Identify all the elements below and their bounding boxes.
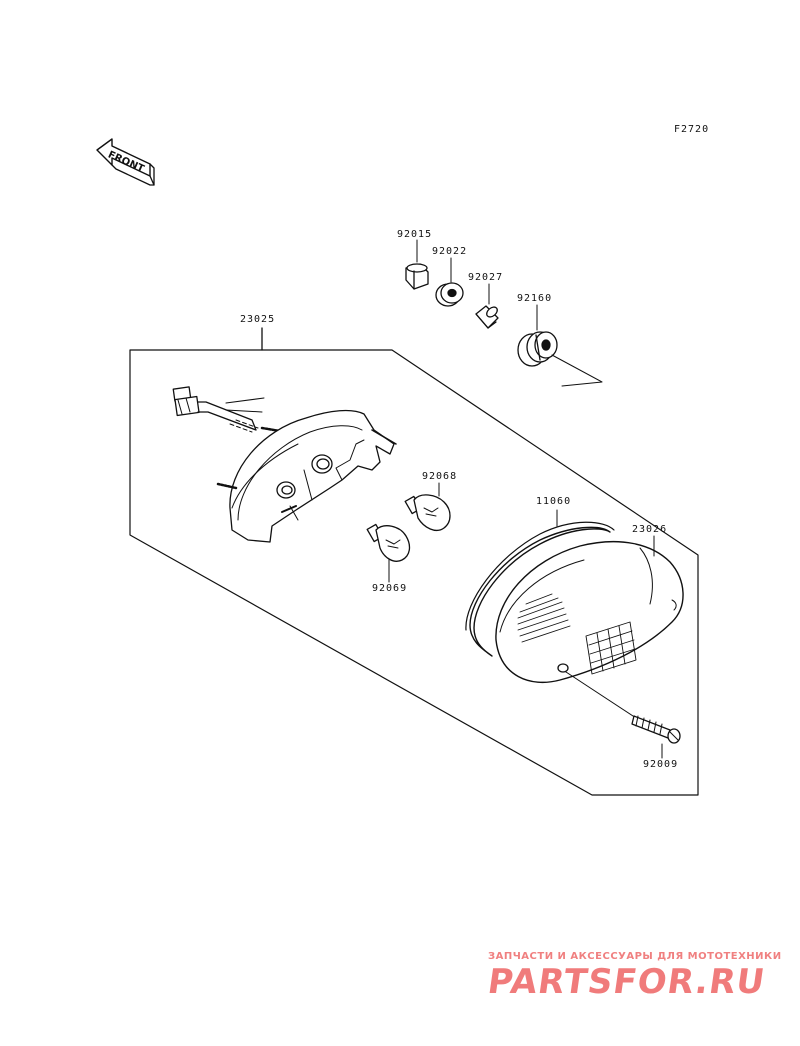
watermark-tagline: ЗАПЧАСТИ И АКСЕССУАРЫ ДЛЯ МОТОТЕХНИКИ <box>488 951 782 962</box>
part-number-23026: 23026 <box>632 524 668 535</box>
washer-92022 <box>435 257 464 307</box>
part-number-92022: 92022 <box>432 246 468 257</box>
bulb-92068 <box>404 482 451 532</box>
collar-92027 <box>475 283 499 329</box>
diagram-code: F2720 <box>674 124 710 135</box>
front-arrow-icon: FRONT <box>96 138 155 186</box>
watermark-logo: PARTSFOR.RU <box>485 962 768 1002</box>
grommet-92160 <box>517 304 558 367</box>
lens-23026 <box>495 535 684 719</box>
gasket-11060 <box>465 509 615 657</box>
part-number-92068: 92068 <box>422 471 458 482</box>
part-number-92015: 92015 <box>397 229 433 240</box>
part-number-23025: 23025 <box>240 314 276 325</box>
part-number-92027: 92027 <box>468 272 504 283</box>
part-number-11060: 11060 <box>536 496 572 507</box>
part-number-92160: 92160 <box>517 293 553 304</box>
part-number-92069: 92069 <box>372 583 408 594</box>
nut-92015 <box>405 239 429 290</box>
screw-92009 <box>631 715 681 759</box>
assembly-outline <box>129 349 699 796</box>
part-number-92009: 92009 <box>643 759 679 770</box>
bulb-92069 <box>366 523 411 583</box>
lamp-base-23025 <box>172 386 397 543</box>
